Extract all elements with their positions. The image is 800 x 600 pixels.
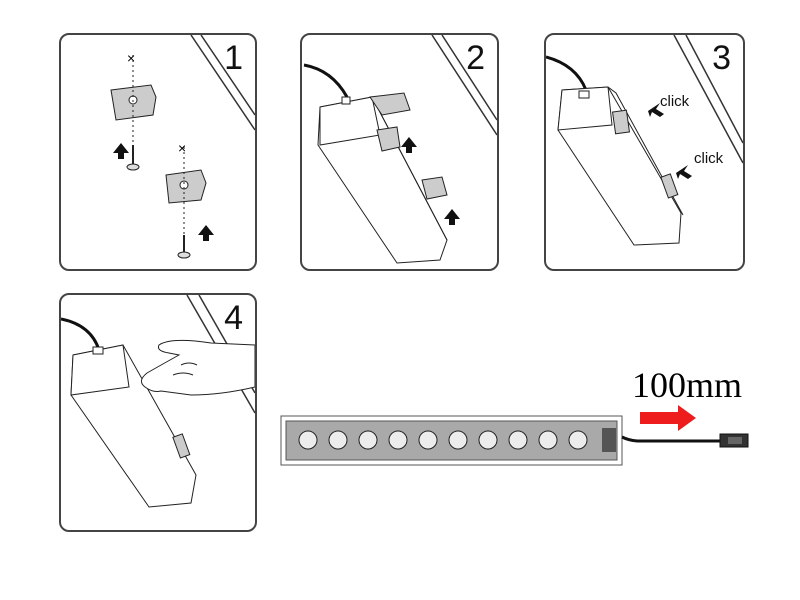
step-2-illustration	[303, 35, 497, 264]
svg-text:×: ×	[178, 140, 186, 156]
cable	[621, 435, 720, 443]
led-icon	[388, 430, 408, 450]
led-icon	[538, 430, 558, 450]
up-arrow-icon	[113, 143, 129, 159]
led-icon	[448, 430, 468, 450]
red-arrow-icon	[640, 405, 696, 431]
step-1-panel: ×× 1	[59, 33, 257, 271]
led-icon	[568, 430, 588, 450]
step-3-panel: click click 3	[544, 33, 745, 271]
led-icon	[328, 430, 348, 450]
click-label: click	[660, 93, 690, 110]
length-label: 100mm	[632, 365, 743, 405]
cable-icon	[61, 317, 101, 351]
led-icon	[418, 430, 438, 450]
mounting-clip-icon	[369, 92, 411, 116]
led-icon	[358, 430, 378, 450]
step-2-panel: 2	[300, 33, 499, 271]
led-icon	[478, 430, 498, 450]
led-row	[298, 430, 588, 450]
step-1-illustration: ××	[110, 35, 255, 259]
arrow-icon	[648, 103, 664, 117]
hand-icon	[141, 339, 255, 396]
step-number: 3	[712, 39, 731, 77]
step-number: 1	[224, 39, 243, 77]
mounting-clip-icon	[110, 84, 157, 121]
connector-block	[602, 428, 616, 452]
led-icon	[508, 430, 528, 450]
cable-icon	[546, 55, 588, 91]
step-4-illustration	[61, 295, 255, 508]
step-3-illustration	[546, 35, 743, 246]
cable-icon	[303, 63, 349, 98]
step-number: 2	[466, 39, 485, 77]
step-4-panel: 4	[59, 293, 257, 532]
up-arrow-icon	[198, 225, 214, 241]
up-arrow-icon	[444, 209, 460, 225]
click-label: click	[694, 150, 724, 167]
led-icon	[298, 430, 318, 450]
arrow-icon	[676, 165, 692, 179]
step-number: 4	[224, 299, 243, 337]
screw-icon	[126, 145, 140, 171]
svg-text:×: ×	[127, 50, 135, 66]
mounting-clip-icon	[421, 176, 448, 200]
screw-icon	[177, 235, 191, 259]
up-arrow-icon	[401, 137, 417, 153]
